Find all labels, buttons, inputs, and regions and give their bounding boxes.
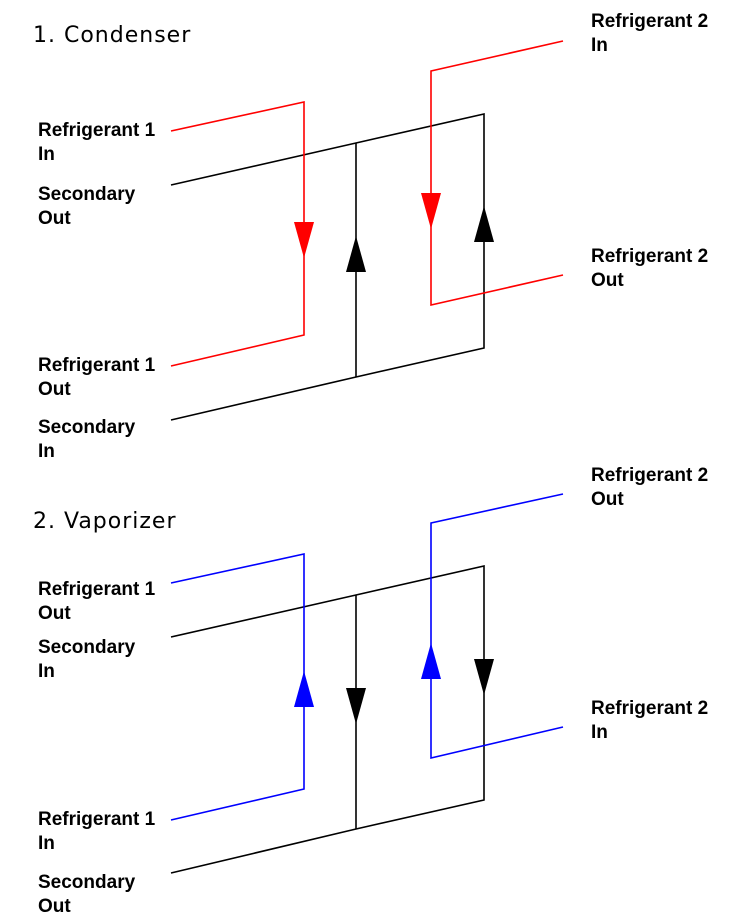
vaporizer-ref2-in-label: Refrigerant 2 In bbox=[591, 698, 713, 743]
vaporizer-secondary-top-line bbox=[170, 564, 485, 874]
vaporizer-section: 2. Vaporizer Refrigerant 1 Out Secondary… bbox=[33, 465, 713, 917]
vaporizer-refrigerant-2-line bbox=[430, 493, 564, 760]
vaporizer-refrigerant-1-up-arrow bbox=[294, 671, 314, 707]
vaporizer-ref2-out-label: Refrigerant 2 Out bbox=[591, 465, 713, 510]
condenser-secondary-up-arrow-right bbox=[474, 206, 494, 242]
vaporizer-refrigerant-1-line bbox=[170, 553, 305, 821]
condenser-ref1-out-label: Refrigerant 1 Out bbox=[38, 355, 160, 400]
vaporizer-secondary-out-label: Secondary Out bbox=[38, 872, 140, 917]
vaporizer-secondary-down-arrow-right bbox=[474, 659, 494, 695]
condenser-secondary-top-line bbox=[170, 112, 485, 421]
vaporizer-title: 2. Vaporizer bbox=[33, 509, 177, 534]
condenser-ref2-in-label: Refrigerant 2 In bbox=[591, 11, 713, 56]
vaporizer-ref1-in-label: Refrigerant 1 In bbox=[38, 809, 160, 854]
vaporizer-refrigerant-2-up-arrow bbox=[421, 643, 441, 679]
vaporizer-secondary-in-label: Secondary In bbox=[38, 637, 140, 682]
condenser-refrigerant-1-down-arrow bbox=[294, 222, 314, 258]
vaporizer-ref1-out-label: Refrigerant 1 Out bbox=[38, 579, 160, 624]
condenser-section: 1. Condenser Refrigerant 1 In Secondary … bbox=[33, 11, 713, 462]
condenser-secondary-in-label: Secondary In bbox=[38, 417, 140, 462]
condenser-secondary-up-arrow-center bbox=[346, 236, 366, 272]
condenser-refrigerant-2-down-arrow bbox=[421, 193, 441, 229]
condenser-ref1-in-label: Refrigerant 1 In bbox=[38, 120, 160, 165]
condenser-refrigerant-1-line bbox=[170, 101, 305, 367]
condenser-refrigerant-2-line bbox=[430, 40, 564, 307]
vaporizer-secondary-down-arrow-center bbox=[346, 688, 366, 724]
condenser-title: 1. Condenser bbox=[33, 23, 191, 48]
condenser-ref2-out-label: Refrigerant 2 Out bbox=[591, 246, 713, 291]
condenser-secondary-out-label: Secondary Out bbox=[38, 184, 140, 229]
